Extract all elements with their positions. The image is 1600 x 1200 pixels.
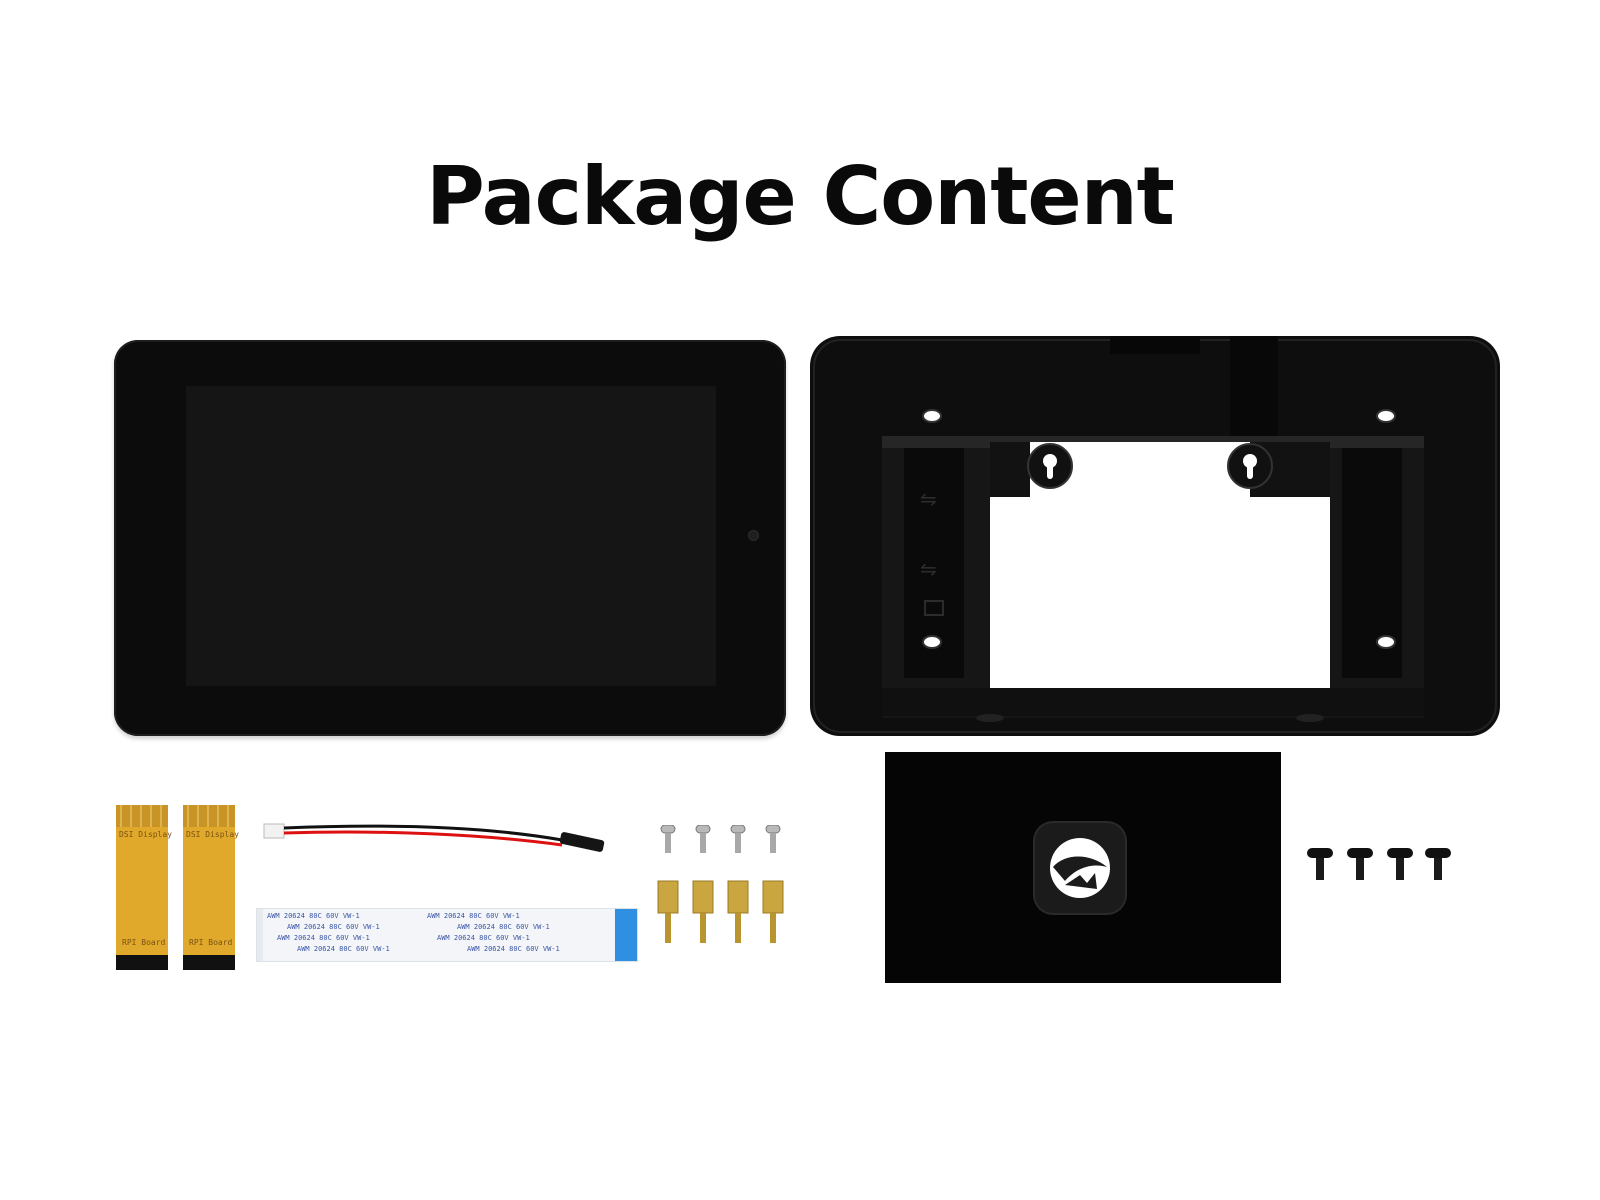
svg-text:⇋: ⇋ xyxy=(920,557,937,581)
fpc-print-line: AWM 20624 80C 60V VW-1 xyxy=(457,923,550,931)
fpc-print-line: AWM 20624 80C 60V VW-1 xyxy=(297,945,390,953)
adapter-bottom-label: RPI Board xyxy=(122,938,166,947)
fpc-cable: AWM 20624 80C 60V VW-1 AWM 20624 80C 60V… xyxy=(256,908,638,962)
brand-logo-icon xyxy=(1035,823,1125,913)
fpc-print-line: AWM 20624 80C 60V VW-1 xyxy=(287,923,380,931)
fpc-print-line: AWM 20624 80C 60V VW-1 xyxy=(267,912,360,920)
camera-icon xyxy=(749,531,758,540)
power-cable xyxy=(263,823,605,852)
adapter-top-label: DSI Display xyxy=(186,830,239,839)
display-screen xyxy=(186,386,716,686)
black-screws xyxy=(1307,848,1451,880)
adapter-top-label: DSI Display xyxy=(119,830,172,839)
case-back-cover xyxy=(885,752,1281,983)
fpc-print-line: AWM 20624 80C 60V VW-1 xyxy=(437,934,530,942)
fpc-print-line: AWM 20624 80C 60V VW-1 xyxy=(467,945,560,953)
fpc-print-line: AWM 20624 80C 60V VW-1 xyxy=(427,912,520,920)
screws-and-standoffs xyxy=(657,825,784,943)
fpc-print-line: AWM 20624 80C 60V VW-1 xyxy=(277,934,370,942)
dsi-adapter-board xyxy=(116,805,168,970)
adapter-bottom-label: RPI Board xyxy=(189,938,233,947)
display-panel xyxy=(114,340,786,736)
svg-text:⇋: ⇋ xyxy=(920,487,937,511)
display-case: ⇋ ⇋ xyxy=(810,336,1500,736)
page-title: Package Content xyxy=(426,150,1175,243)
dsi-adapter-board xyxy=(183,805,235,970)
